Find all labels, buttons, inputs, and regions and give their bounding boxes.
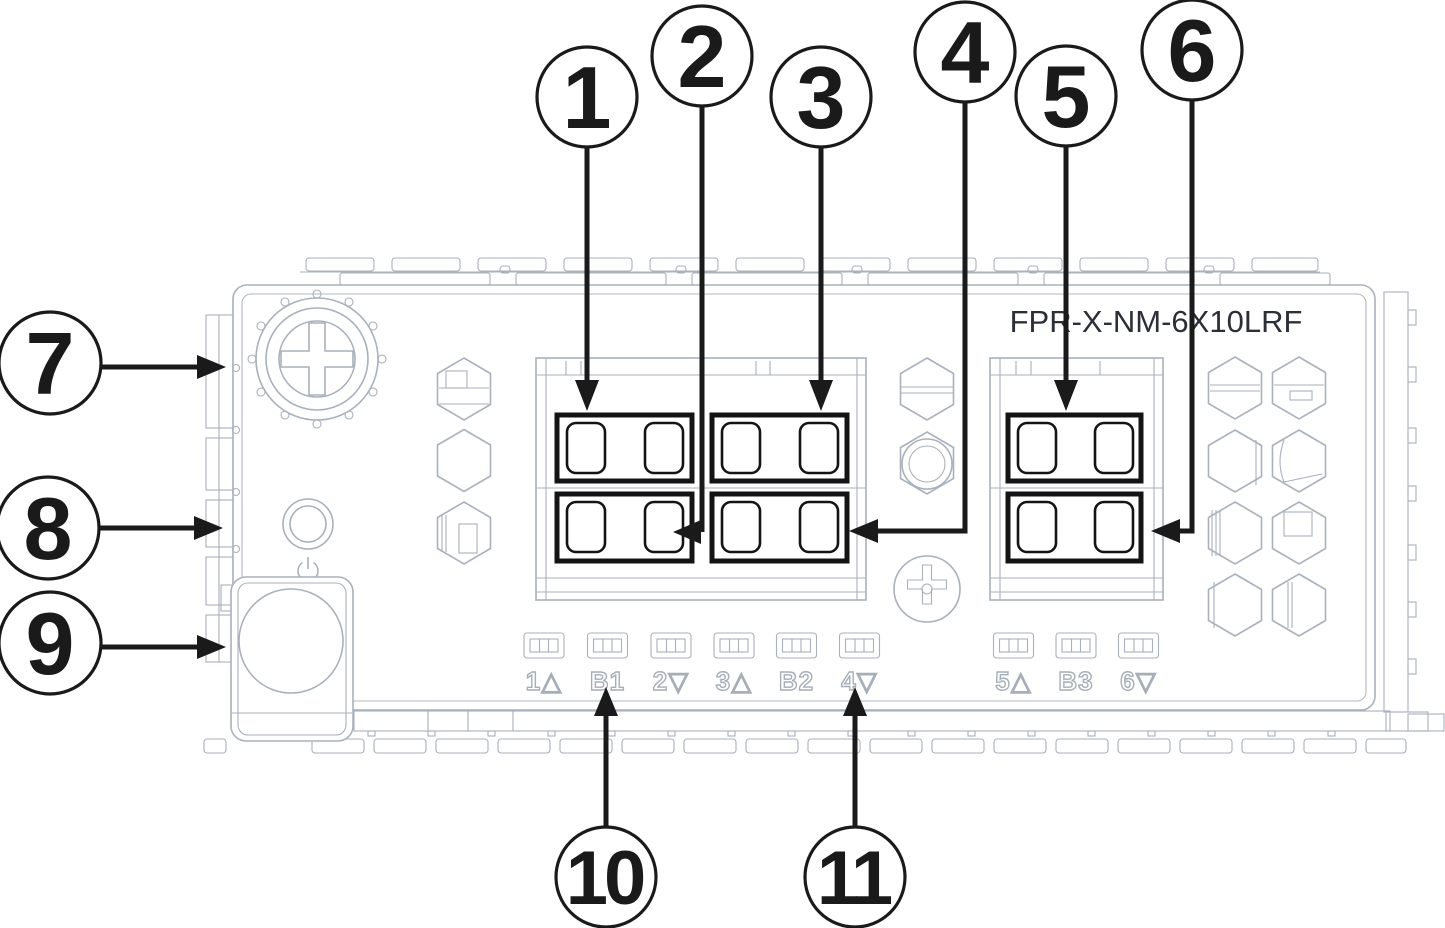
port-led-6 bbox=[1117, 632, 1160, 659]
callout-3: 3 bbox=[769, 45, 873, 149]
callout-8-number: 8 bbox=[24, 479, 73, 578]
vent-hex-grid-right bbox=[1207, 356, 1327, 637]
callout-arrow-3 bbox=[809, 147, 833, 411]
callout-arrow-11 bbox=[843, 687, 867, 826]
led-label-b3: B3 bbox=[1058, 666, 1093, 696]
right-mounting-ear bbox=[1383, 291, 1445, 732]
callout-arrow-6 bbox=[1151, 100, 1195, 543]
callout-5: 5 bbox=[1014, 44, 1118, 148]
bottom-rail-bumps bbox=[367, 730, 1336, 737]
sfp-port-5 bbox=[1005, 412, 1144, 484]
callout-arrow-1 bbox=[575, 147, 599, 411]
callout-11: 11 bbox=[803, 825, 907, 928]
port-led-b1 bbox=[586, 632, 629, 659]
callout-arrow-2 bbox=[673, 106, 705, 544]
screw-icon bbox=[893, 555, 961, 623]
led-label-6: 6▽ bbox=[1120, 666, 1156, 696]
callout-2: 2 bbox=[650, 4, 754, 108]
callout-6-number: 6 bbox=[1168, 1, 1217, 100]
callout-11-number: 11 bbox=[817, 836, 892, 921]
sfp-port-3 bbox=[709, 412, 850, 484]
callout-7: 7 bbox=[0, 310, 103, 416]
callout-10: 10 bbox=[554, 825, 658, 928]
callout-2-number: 2 bbox=[678, 7, 727, 106]
callout-arrow-7 bbox=[102, 355, 226, 379]
callout-5-number: 5 bbox=[1042, 47, 1091, 146]
callout-7-number: 7 bbox=[26, 314, 75, 413]
port-led-labels: 1△ B1 2▽ 3△ B2 4▽ 5△ B3 6▽ bbox=[525, 665, 1156, 696]
port-led-b2 bbox=[775, 632, 818, 659]
ejector-lever bbox=[220, 576, 354, 742]
callout-4-number: 4 bbox=[941, 3, 990, 102]
callout-9: 9 bbox=[0, 590, 103, 696]
port-bezel-right bbox=[989, 357, 1164, 601]
led-label-3: 3△ bbox=[716, 666, 752, 696]
port-led-2 bbox=[650, 632, 692, 659]
callout-arrow-8 bbox=[99, 516, 223, 540]
product-label: FPR-X-NM-6X10LRF bbox=[1010, 304, 1303, 339]
bottom-rail bbox=[203, 710, 1407, 754]
port-led-5 bbox=[992, 632, 1035, 659]
callout-6: 6 bbox=[1140, 0, 1244, 102]
callout-arrow-5 bbox=[1054, 146, 1078, 411]
port-led-row bbox=[523, 632, 1160, 659]
port-led-4 bbox=[838, 632, 881, 659]
led-label-1: 1△ bbox=[526, 666, 562, 696]
led-label-b2: B2 bbox=[779, 666, 814, 696]
sfp-port-6 bbox=[1005, 491, 1144, 564]
bottom-tab-strip bbox=[203, 738, 1407, 754]
callout-arrows bbox=[99, 100, 1195, 826]
callout-1: 1 bbox=[535, 45, 639, 149]
port-led-3 bbox=[713, 632, 755, 659]
callout-1-number: 1 bbox=[563, 48, 612, 147]
callout-3-number: 3 bbox=[797, 48, 846, 147]
led-label-5: 5△ bbox=[995, 666, 1031, 696]
callout-arrow-10 bbox=[594, 687, 618, 826]
sfp-port-1 bbox=[554, 412, 695, 484]
top-flange bbox=[300, 257, 1331, 286]
callout-9-number: 9 bbox=[26, 594, 75, 693]
callout-10-number: 10 bbox=[566, 836, 644, 921]
sfp-port-2 bbox=[554, 491, 695, 564]
port-led-1 bbox=[523, 632, 565, 659]
thumbscrew-icon bbox=[247, 289, 387, 429]
callout-arrow-9 bbox=[102, 635, 226, 659]
vent-hex-middle bbox=[899, 357, 955, 495]
vent-hex-column-left bbox=[436, 357, 492, 565]
callout-bubbles: 1 2 3 4 5 6 7 8 bbox=[0, 0, 1244, 928]
sfp-port-4 bbox=[709, 491, 850, 564]
module-drawing: 1△ B1 2▽ 3△ B2 4▽ 5△ B3 6▽ FPR-X-NM-6X10… bbox=[203, 257, 1445, 754]
callout-4: 4 bbox=[913, 0, 1017, 104]
led-label-2: 2▽ bbox=[653, 666, 689, 696]
power-button-icon bbox=[282, 498, 334, 550]
port-led-b3 bbox=[1055, 632, 1097, 659]
cable-nut-icon bbox=[901, 438, 953, 490]
callout-arrow-4 bbox=[849, 102, 968, 543]
callout-8: 8 bbox=[0, 475, 101, 581]
led-label-4: 4▽ bbox=[841, 666, 877, 696]
